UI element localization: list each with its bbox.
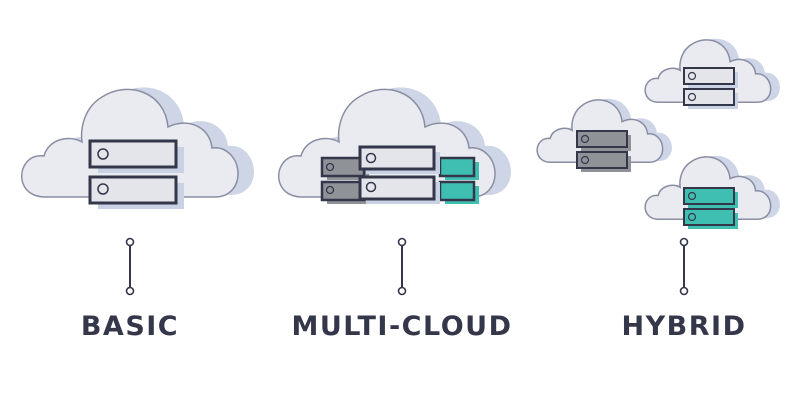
server-led xyxy=(97,183,109,195)
server-led xyxy=(97,148,109,160)
basic-server-stack xyxy=(88,139,184,209)
hybrid-server-stack-teal xyxy=(683,187,738,229)
server-unit xyxy=(88,175,178,205)
multi-cloud-server-stacks xyxy=(320,145,479,204)
label-hybrid: HYBRID xyxy=(621,311,747,342)
connector-multi-cloud xyxy=(397,237,407,296)
server-unit xyxy=(88,139,178,169)
connector-basic xyxy=(125,237,135,296)
connector-hybrid xyxy=(679,237,689,296)
hybrid-server-stack-gray xyxy=(576,130,631,172)
label-multi-cloud: MULTI-CLOUD xyxy=(291,311,513,342)
hybrid-server-stack-top xyxy=(683,67,738,109)
label-basic: BASIC xyxy=(80,311,180,342)
